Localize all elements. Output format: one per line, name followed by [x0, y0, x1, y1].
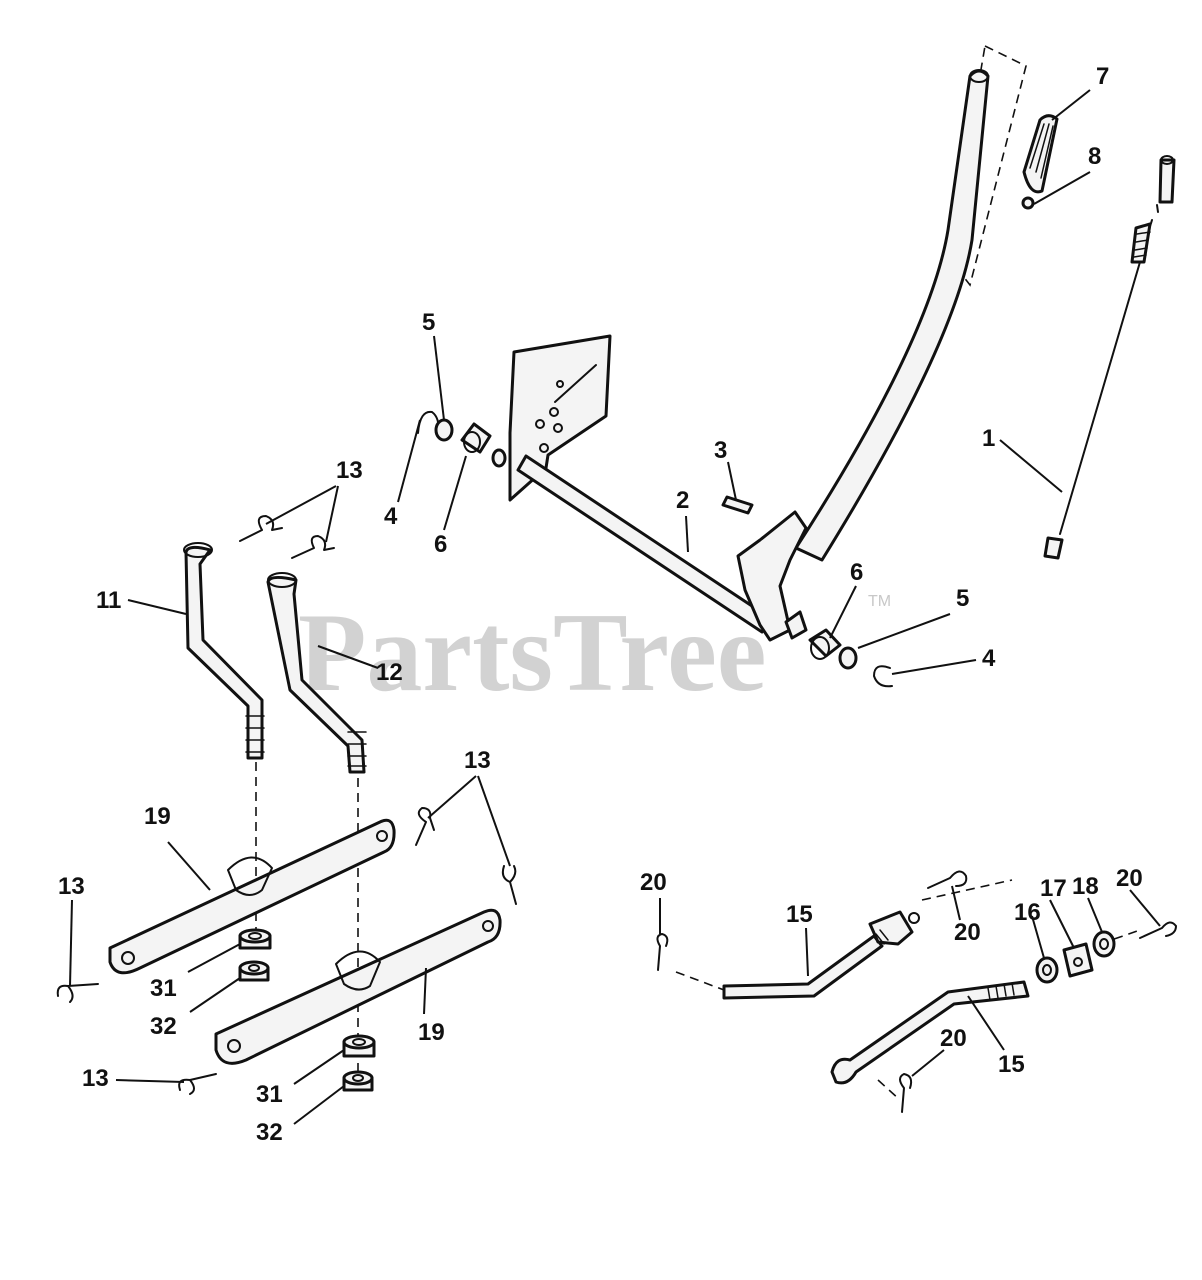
part-19-link-plate-lower[interactable]: [214, 908, 502, 1065]
part-13-hairpin-d[interactable]: [501, 865, 517, 905]
part-5-washer-right[interactable]: [838, 646, 858, 670]
callout-31-upper: 31: [150, 975, 177, 1002]
part-17-trunnion[interactable]: [1062, 942, 1094, 978]
callout-13-left: 13: [58, 873, 85, 900]
callout-6-right: 6: [850, 559, 863, 586]
callout-4-right: 4: [982, 645, 996, 672]
part-13-hairpin-c[interactable]: [415, 807, 435, 846]
centerline-rod-upper-left: [675, 971, 725, 991]
callout-13-bottom: 13: [82, 1065, 109, 1092]
watermark: PartsTree TM: [298, 591, 891, 715]
part-31-bushing-upper[interactable]: [238, 928, 272, 950]
part-12-lift-link[interactable]: [266, 572, 367, 774]
part-31-bushing-lower[interactable]: [342, 1034, 376, 1058]
part-13-hairpin-a[interactable]: [239, 515, 283, 542]
callout-13-mid: 13: [464, 747, 491, 774]
shaft-end-left: [491, 448, 507, 468]
callout-6-left: 6: [434, 531, 447, 558]
callout-1: 1: [982, 425, 995, 452]
callout-20-lower: 20: [940, 1025, 967, 1052]
part-13-hairpin-e[interactable]: [56, 983, 99, 1003]
callout-15-lower: 15: [998, 1051, 1025, 1078]
part-2-rock-shaft[interactable]: [508, 334, 808, 642]
centerline-rod-upper-right: [921, 879, 1013, 901]
part-13-hairpin-b[interactable]: [291, 535, 335, 559]
callout-5-right: 5: [956, 585, 969, 612]
callout-32-lower: 32: [256, 1119, 283, 1146]
part-3-key[interactable]: [721, 495, 754, 515]
callout-7: 7: [1096, 63, 1109, 90]
part-8-cap[interactable]: [1021, 196, 1035, 210]
callout-19-upper: 19: [144, 803, 171, 830]
part-20-hairpin-a[interactable]: [656, 933, 669, 971]
callout-18: 18: [1072, 873, 1099, 900]
part-16-washer[interactable]: [1035, 956, 1059, 984]
part-6-bushing-right[interactable]: [808, 628, 842, 660]
part-20-hairpin-c[interactable]: [1139, 921, 1177, 939]
part-4-clip-right[interactable]: [873, 665, 893, 688]
callout-32-upper: 32: [150, 1013, 177, 1040]
callout-15-upper: 15: [786, 901, 813, 928]
part-1-cable[interactable]: [1043, 155, 1176, 560]
part-19-link-plate-upper[interactable]: [108, 818, 396, 975]
part-5-washer-left[interactable]: [434, 418, 454, 442]
part-20-hairpin-d[interactable]: [899, 1073, 913, 1113]
part-13-hairpin-f[interactable]: [178, 1073, 217, 1095]
part-15-rod-upper[interactable]: [722, 910, 920, 1000]
callout-12: 12: [376, 659, 403, 686]
callout-20-right: 20: [1116, 865, 1143, 892]
callout-31-lower: 31: [256, 1081, 283, 1108]
callout-20-left: 20: [640, 869, 667, 896]
callout-20-mid: 20: [954, 919, 981, 946]
part-15-rod-lower[interactable]: [830, 980, 1030, 1085]
callout-5-left: 5: [422, 309, 435, 336]
part-lift-handle-lever[interactable]: [794, 69, 990, 562]
part-32-nut-lower[interactable]: [342, 1070, 374, 1092]
callout-labels: 1 2 3 4 4 5 5 6 6 7 8 11 12 13 13 13 13 …: [58, 63, 1143, 1146]
part-18-nut[interactable]: [1092, 930, 1116, 958]
part-7-handle-grip[interactable]: [1022, 114, 1059, 194]
part-11-lift-link[interactable]: [183, 542, 265, 760]
leader-lines: [69, 89, 1161, 1125]
callout-3: 3: [714, 437, 727, 464]
part-6-bushing-left[interactable]: [460, 422, 492, 454]
watermark-text: PartsTree: [298, 591, 767, 715]
callout-8: 8: [1088, 143, 1101, 170]
callout-13-top: 13: [336, 457, 363, 484]
callout-4-left: 4: [384, 503, 398, 530]
callout-11: 11: [96, 587, 121, 614]
part-32-nut-upper[interactable]: [238, 960, 270, 982]
watermark-trademark: TM: [868, 593, 891, 610]
part-20-hairpin-b[interactable]: [927, 870, 968, 889]
callout-19-lower: 19: [418, 1019, 445, 1046]
callout-16: 16: [1014, 899, 1041, 926]
centerline-rod-lower: [877, 1079, 901, 1101]
callout-2: 2: [676, 487, 689, 514]
callout-17: 17: [1040, 875, 1067, 902]
